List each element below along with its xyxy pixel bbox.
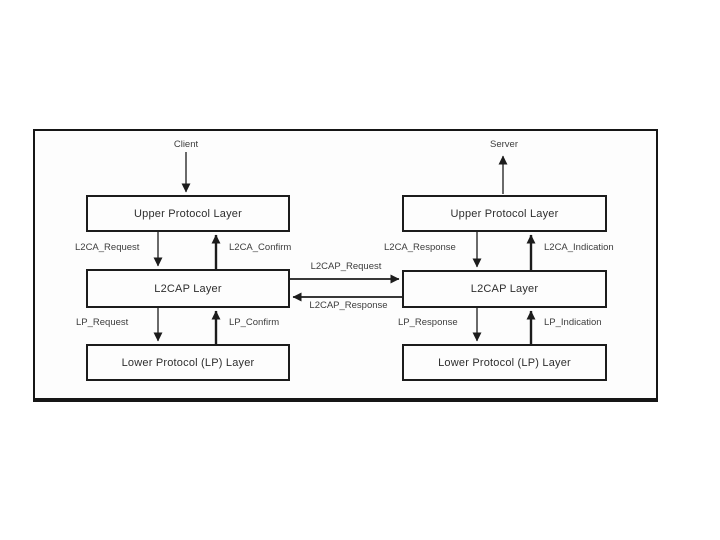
client-label: Client <box>173 139 199 150</box>
l2ca-request-label: L2CA_Request <box>75 242 140 253</box>
server-label: Server <box>490 139 518 150</box>
client-lower-protocol-layer-box: Lower Protocol (LP) Layer <box>86 344 290 381</box>
l2ca-response-label: L2CA_Response <box>384 242 456 253</box>
lp-response-label: LP_Response <box>398 317 458 328</box>
l2cap-response-label: L2CAP_Response <box>309 300 388 311</box>
l2ca-indication-label: L2CA_Indication <box>544 242 614 253</box>
lp-request-label: LP_Request <box>76 317 129 328</box>
l2ca-confirm-label: L2CA_Confirm <box>229 242 292 253</box>
server-l2cap-layer-box: L2CAP Layer <box>402 270 607 308</box>
server-lower-protocol-layer-box: Lower Protocol (LP) Layer <box>402 344 607 381</box>
l2cap-request-label: L2CAP_Request <box>310 261 382 272</box>
client-upper-protocol-layer-box: Upper Protocol Layer <box>86 195 290 232</box>
server-upper-protocol-layer-box: Upper Protocol Layer <box>402 195 607 232</box>
lp-indication-label: LP_Indication <box>544 317 602 328</box>
client-l2cap-layer-box: L2CAP Layer <box>86 269 290 308</box>
lp-confirm-label: LP_Confirm <box>229 317 280 328</box>
